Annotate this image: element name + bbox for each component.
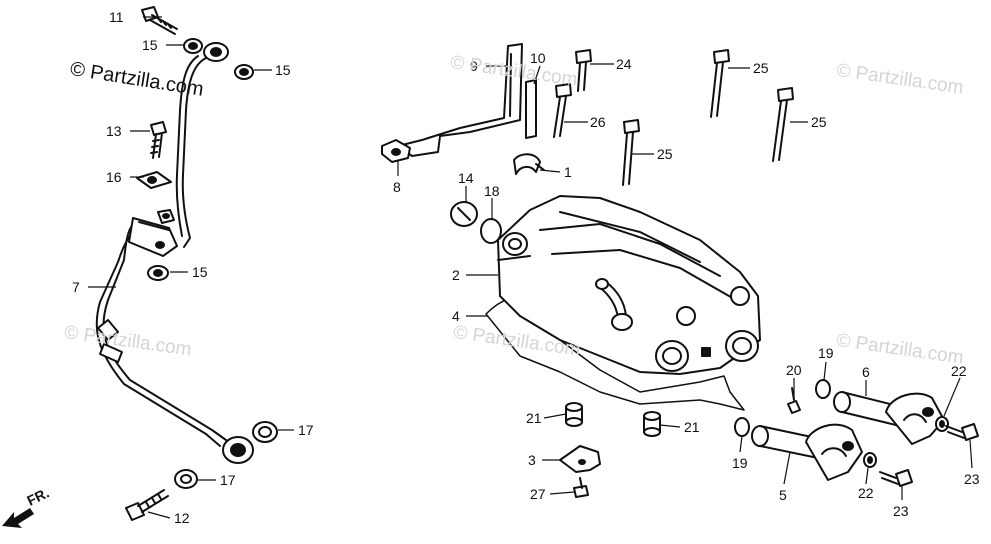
bolts-top: [553, 49, 794, 186]
callout-15: 15: [142, 37, 158, 53]
callout-23: 23: [893, 503, 909, 519]
callout-21: 21: [684, 419, 700, 435]
callout-13: 13: [106, 123, 122, 139]
callout-26: 26: [590, 114, 606, 130]
o-ring: [815, 379, 831, 399]
callout-3: 3: [528, 452, 536, 468]
callout-15: 15: [192, 264, 208, 280]
callout-25: 25: [657, 146, 673, 162]
callout-17: 17: [298, 422, 314, 438]
callout-4: 4: [452, 308, 460, 324]
callout-23: 23: [964, 471, 980, 487]
direction-label: FR.: [24, 484, 51, 508]
banjo-bolt: [125, 489, 169, 521]
bolt: [879, 469, 913, 487]
callout-6: 6: [862, 364, 870, 380]
dowel-pin: [643, 411, 661, 437]
callout-19: 19: [732, 455, 748, 471]
callout-14: 14: [458, 170, 474, 186]
dowel-pin: [565, 402, 583, 427]
callout-22: 22: [951, 363, 967, 379]
callout-21: 21: [526, 410, 542, 426]
bolt: [945, 423, 979, 441]
callout-11: 11: [109, 9, 124, 25]
callout-20: 20: [786, 362, 802, 378]
bracket: [559, 445, 601, 473]
callout-19: 19: [818, 345, 834, 361]
callout-7: 7: [72, 279, 80, 295]
o-ring: [734, 417, 750, 437]
bolt: [150, 121, 167, 159]
cylinder-head-cover: [485, 195, 761, 411]
rocker-arm-shaft: [833, 391, 945, 445]
callout-16: 16: [106, 169, 122, 185]
banjo-bolt: [141, 6, 178, 35]
callout-27: 27: [530, 486, 546, 502]
o-ring: [480, 218, 502, 244]
callout-22: 22: [858, 485, 874, 501]
sealing-washer: [174, 469, 198, 489]
callout-2: 2: [452, 267, 460, 283]
callout-15: 15: [275, 62, 291, 78]
callout-25: 25: [811, 114, 827, 130]
sealing-washer: [252, 421, 278, 443]
rocker-arm-shaft: [751, 423, 863, 481]
callout-18: 18: [484, 183, 500, 199]
cable-stay-group: [381, 43, 545, 175]
callout-5: 5: [779, 487, 787, 503]
front-direction-indicator: FR.: [2, 484, 52, 528]
callout-1: 1: [564, 164, 572, 180]
callout-25: 25: [753, 60, 769, 76]
callout-labels: 11 15 15 13 16 7 15 17 17 12 9 10 24 25 …: [72, 9, 980, 526]
callout-12: 12: [174, 510, 190, 526]
callout-24: 24: [616, 56, 632, 72]
bolt: [787, 400, 801, 414]
callout-17: 17: [220, 472, 236, 488]
oil-pipe-assembly: [95, 6, 278, 521]
callout-10: 10: [530, 50, 546, 66]
callout-9: 9: [470, 58, 478, 74]
callout-8: 8: [393, 179, 401, 195]
